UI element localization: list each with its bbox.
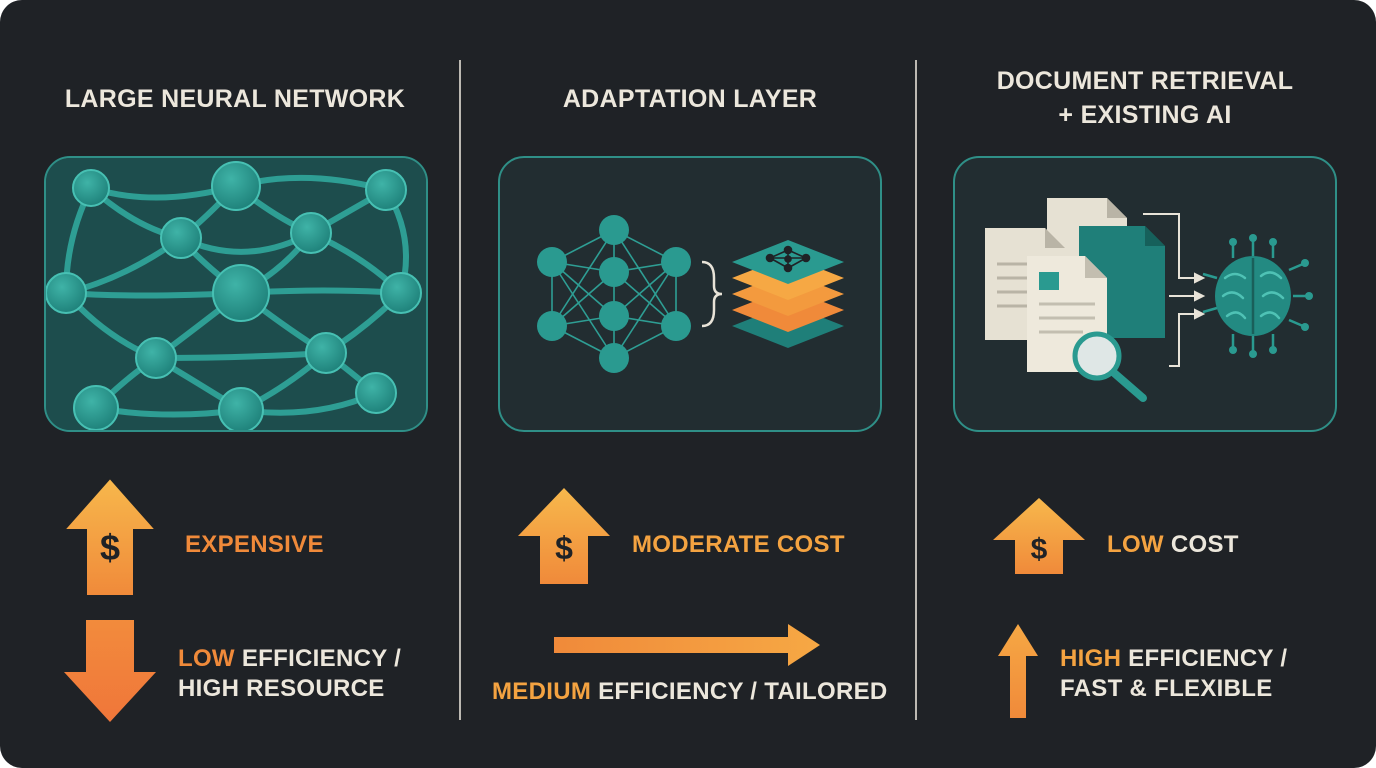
brace-icon (701, 260, 723, 328)
efficiency-text: EFFICIENCY / (1121, 645, 1288, 672)
dollar-symbol: $ (555, 530, 573, 566)
cost-label: MODERATE COST (632, 531, 845, 558)
adaptation-panel (498, 156, 882, 432)
cost-label: LOW COST (1107, 530, 1239, 560)
efficiency-label: LOW EFFICIENCY / (178, 644, 401, 674)
neural-network-icon (46, 158, 426, 430)
efficiency-text: EFFICIENCY / TAILORED (591, 678, 888, 705)
cost-text: COST (1163, 531, 1239, 558)
magnifier-icon (1072, 331, 1147, 402)
efficiency-highlight: LOW (178, 645, 235, 672)
down-arrow-icon (64, 620, 156, 722)
network-panel (44, 156, 428, 432)
layer-stack-icon (732, 240, 844, 348)
column-divider (459, 60, 461, 720)
dollar-symbol: $ (1031, 533, 1048, 566)
retrieval-panel (953, 156, 1337, 432)
retrieval-illustration (985, 198, 1313, 402)
column-title: ADAPTATION LAYER (562, 85, 818, 113)
efficiency-label-line2: FAST & FLEXIBLE (1060, 675, 1273, 702)
neural-network-icon (537, 215, 691, 373)
brain-chip-icon (1202, 234, 1313, 358)
dollar-symbol: $ (100, 527, 120, 568)
column-divider (915, 60, 917, 720)
up-arrow-icon (998, 624, 1038, 718)
efficiency-text: EFFICIENCY / (234, 645, 402, 672)
cost-highlight: LOW (1107, 531, 1164, 558)
cost-label: EXPENSIVE (185, 531, 324, 558)
efficiency-highlight: HIGH (1060, 645, 1122, 672)
dollar-up-arrow-icon: $ (62, 476, 158, 597)
efficiency-highlight: MEDIUM (492, 678, 592, 705)
dollar-up-arrow-icon: $ (993, 498, 1085, 574)
dollar-up-arrow-icon: $ (518, 488, 610, 584)
efficiency-label: HIGH EFFICIENCY / (1060, 644, 1287, 674)
adaptation-illustration (537, 215, 844, 373)
efficiency-label-line2: HIGH RESOURCE (178, 675, 385, 702)
documents-icon (985, 198, 1165, 372)
column-title: DOCUMENT RETRIEVAL + EXISTING AI (996, 67, 1294, 129)
right-arrow-icon (554, 624, 820, 666)
column-title: LARGE NEURAL NETWORK (64, 85, 406, 113)
efficiency-label: MEDIUM EFFICIENCY / TAILORED (492, 677, 888, 707)
